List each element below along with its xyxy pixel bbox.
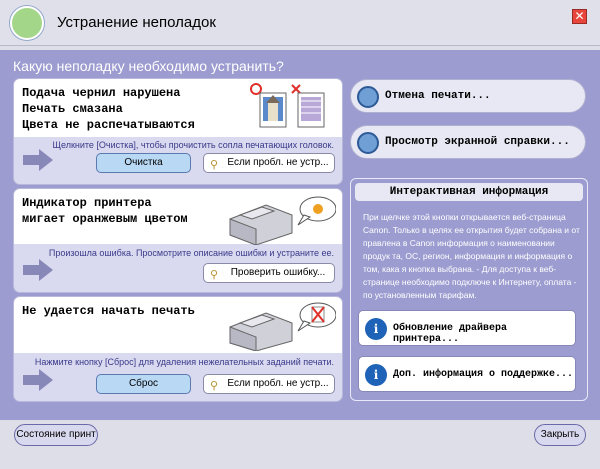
question-heading: Какую неполадку необходимо устранить? (13, 58, 284, 74)
button-dot-icon (357, 132, 379, 154)
info-text: При щелчке этой кнопки открывается веб-с… (363, 212, 580, 300)
info-icon: i (365, 318, 387, 340)
printer-status-button[interactable]: Состояние принт (14, 424, 98, 446)
cancel-printing-button[interactable]: Отмена печати... (350, 79, 586, 113)
printer-icon (229, 302, 336, 351)
panel-title-line: Печать смазана (22, 102, 123, 116)
if-problem-not-solved-button[interactable]: ⚲Если пробл. не устр... (203, 153, 335, 173)
button-dot-icon (357, 86, 379, 108)
reset-button[interactable]: Сброс (96, 374, 191, 394)
support-info-button[interactable]: i Доп. информация о поддержке... (358, 356, 576, 392)
print-sample-icon (250, 83, 325, 128)
wrench-icon: ⚲ (210, 380, 219, 392)
panel-title-line: Не удается начать печать (22, 304, 195, 318)
panel-hint: Щелкните [Очистка], чтобы прочистить соп… (52, 140, 334, 150)
panel-title-line: Подача чернил нарушена (22, 86, 181, 100)
check-error-button[interactable]: ⚲Проверить ошибку... (203, 263, 335, 283)
cleaning-button[interactable]: Очистка (96, 153, 191, 173)
panel-hint: Произошла ошибка. Просмотрите описание о… (48, 248, 334, 258)
info-header: Интерактивная информация (355, 183, 583, 201)
info-icon: i (365, 364, 387, 386)
arrow-right-icon (23, 369, 53, 391)
title-logo-icon (10, 6, 44, 40)
update-driver-button[interactable]: i Обновление драйвера принтера... (358, 310, 576, 346)
window-title: Устранение неполадок (57, 14, 216, 31)
panel-ink-problem: Подача чернил нарушена Печать смазана Цв… (13, 78, 343, 185)
panel-orange-indicator: Индикатор принтера мигает оранжевым цвет… (13, 188, 343, 293)
arrow-right-icon (23, 149, 53, 171)
panel-title-line: Цвета не распечатываются (22, 118, 195, 132)
if-problem-not-solved-button[interactable]: ⚲Если пробл. не устр... (203, 374, 335, 394)
title-bar: Устранение неполадок ✕ (0, 0, 600, 46)
close-button[interactable]: ✕ (572, 9, 587, 24)
online-info-panel: Интерактивная информация При щелчке этой… (350, 178, 588, 401)
arrow-right-icon (23, 259, 53, 281)
panel-cannot-print: Не удается начать печать Нажмите кнопку … (13, 296, 343, 402)
main-area: Какую неполадку необходимо устранить? По… (0, 50, 600, 420)
panel-title-line: мигает оранжевым цветом (22, 212, 188, 226)
bottom-bar: Состояние принт Закрыть (0, 420, 600, 469)
view-help-button[interactable]: Просмотр экранной справки... (350, 125, 586, 159)
wrench-icon: ⚲ (210, 159, 219, 171)
wrench-icon: ⚲ (210, 269, 219, 281)
panel-hint: Нажмите кнопку [Сброс] для удаления неже… (34, 357, 334, 367)
close-window-button[interactable]: Закрыть (534, 424, 586, 446)
printer-icon (229, 196, 336, 245)
panel-title-line: Индикатор принтера (22, 196, 152, 210)
